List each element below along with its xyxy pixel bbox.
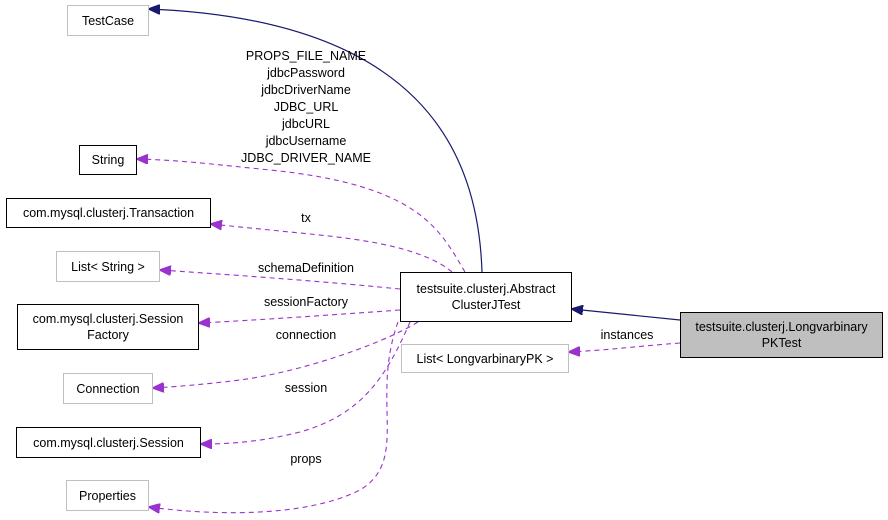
member-jdbc-url-const: JDBC_URL [273,100,339,114]
node-session-factory-label-1: com.mysql.clusterj.Session [32,312,184,326]
edge-session [201,321,411,444]
node-properties[interactable]: Properties [66,480,149,511]
node-list-string[interactable]: List< String > [56,251,160,282]
node-focus-label-1: testsuite.clusterj.Longvarbinary [695,320,868,334]
node-connection-label: Connection [76,381,140,396]
node-session-factory[interactable]: com.mysql.clusterj.Session Factory [17,304,199,350]
edge-connection [153,321,419,388]
node-string[interactable]: String [79,145,137,175]
node-properties-label: Properties [79,488,136,503]
edge-label-schema-definition: schemaDefinition [258,261,354,275]
edge-label-tx: tx [301,211,311,225]
edge-focus-to-abstract [572,309,681,321]
edge-instances [569,342,681,352]
member-jdbc-password: jdbcPassword [267,66,345,80]
edge-label-props: props [290,452,322,466]
node-transaction-label: com.mysql.clusterj.Transaction [22,206,195,220]
edge-label-string-members: PROPS_FILE_NAME jdbcPassword jdbcDriverN… [241,48,371,167]
edge-label-session: session [284,381,328,395]
member-jdbc-username: jdbcUsername [265,134,347,148]
member-jdbc-url: jdbcURL [282,117,330,131]
edge-abstract-to-testcase [149,9,483,273]
node-session-factory-label-2: Factory [87,328,129,342]
node-abstract-clusterj-test[interactable]: testsuite.clusterj.Abstract ClusterJTest [400,272,572,322]
node-connection[interactable]: Connection [63,373,153,404]
node-session-label: com.mysql.clusterj.Session [33,435,184,450]
node-list-string-label: List< String > [71,259,145,274]
node-list-longvarbinary-pk[interactable]: List< LongvarbinaryPK > [401,344,569,373]
node-longvarbinary-pk-test[interactable]: testsuite.clusterj.Longvarbinary PKTest [680,312,883,358]
edge-list-string [160,270,401,290]
node-transaction[interactable]: com.mysql.clusterj.Transaction [6,198,211,228]
node-testcase[interactable]: TestCase [67,5,149,36]
edge-label-session-factory: sessionFactory [263,295,349,309]
edge-props [149,321,399,513]
edge-session-factory [199,309,401,323]
node-abstract-label-2: ClusterJTest [451,298,521,312]
edge-string [137,159,466,273]
node-focus-label-2: PKTest [761,336,802,350]
node-testcase-label: TestCase [81,13,135,28]
member-props-file-name: PROPS_FILE_NAME [245,49,367,63]
edge-label-connection: connection [275,328,337,342]
node-session[interactable]: com.mysql.clusterj.Session [16,427,201,458]
edge-transaction [211,224,453,273]
member-jdbc-driver-name: jdbcDriverName [261,83,351,97]
node-string-label: String [91,153,125,167]
member-jdbc-driver-name-const: JDBC_DRIVER_NAME [241,151,371,165]
node-list-pk-label: List< LongvarbinaryPK > [416,351,554,366]
node-abstract-label-1: testsuite.clusterj.Abstract [416,282,556,296]
edge-label-instances: instances [600,328,654,342]
